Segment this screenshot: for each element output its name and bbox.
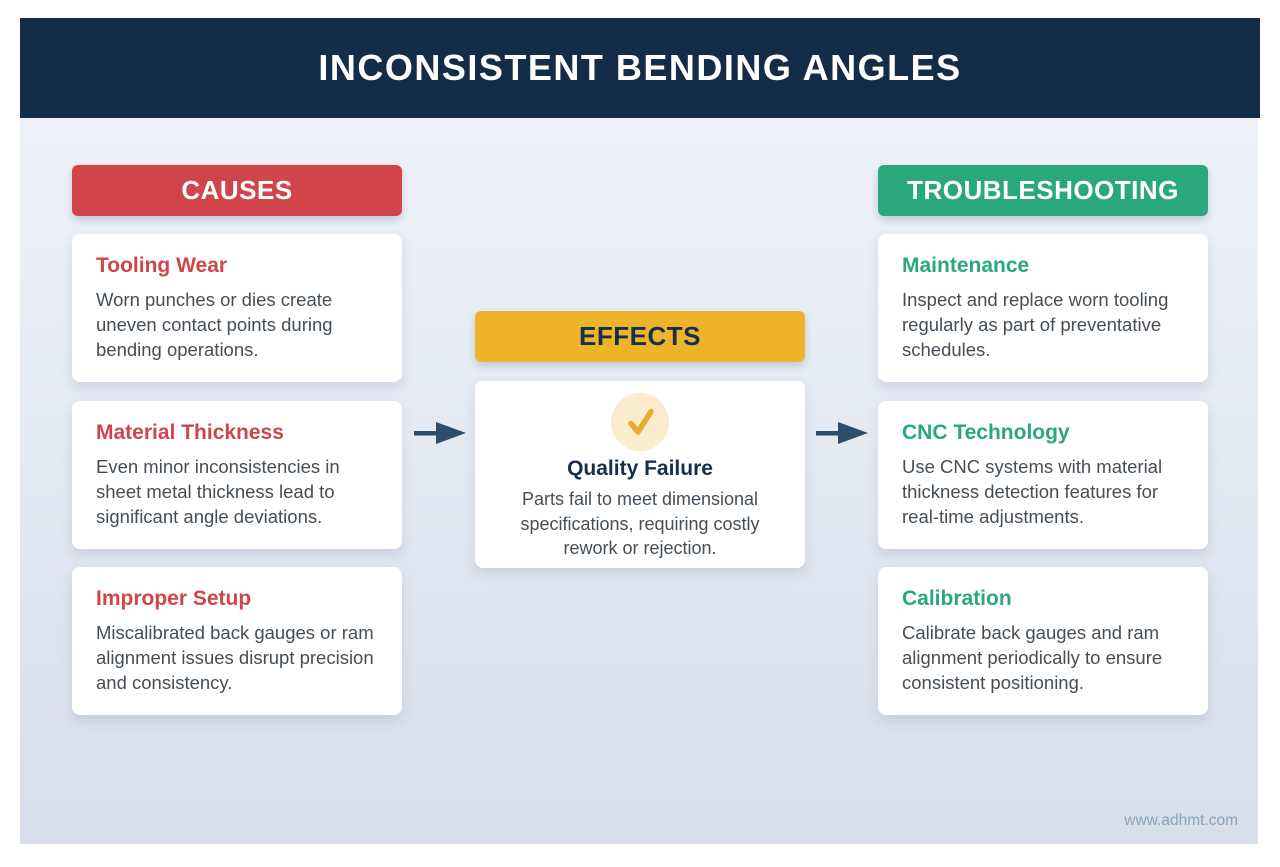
- causes-header: CAUSES: [72, 165, 402, 216]
- troubleshooting-card-maintenance: Maintenance Inspect and replace worn too…: [878, 234, 1208, 383]
- card-body: Even minor inconsistencies in sheet meta…: [96, 456, 340, 528]
- cause-card-improper-setup: Improper Setup Miscalibrated back gauges…: [72, 567, 402, 716]
- page-title: INCONSISTENT BENDING ANGLES: [318, 47, 962, 88]
- card-body: Worn punches or dies create uneven conta…: [96, 289, 333, 361]
- cause-card-tooling-wear: Tooling Wear Worn punches or dies create…: [72, 234, 402, 383]
- card-body: Calibrate back gauges and ram alignment …: [902, 622, 1163, 694]
- troubleshooting-header: TROUBLESHOOTING: [878, 165, 1208, 216]
- effects-header: EFFECTS: [475, 311, 805, 362]
- cause-card-material-thickness: Material Thickness Even minor inconsiste…: [72, 401, 402, 550]
- card-title: Tooling Wear: [96, 254, 228, 277]
- card-title: Calibration: [902, 587, 1012, 610]
- card-title: Material Thickness: [96, 421, 284, 444]
- card-body: Use CNC systems with material thickness …: [902, 456, 1163, 528]
- arrow-right-icon: [414, 420, 466, 446]
- troubleshooting-card-cnc-technology: CNC Technology Use CNC systems with mate…: [878, 401, 1208, 550]
- card-title: Maintenance: [902, 254, 1030, 277]
- card-body: Miscalibrated back gauges or ram alignme…: [96, 622, 374, 694]
- card-body: Inspect and replace worn tooling regular…: [902, 289, 1169, 361]
- card-body: Parts fail to meet dimensional specifica…: [520, 489, 760, 559]
- title-banner: INCONSISTENT BENDING ANGLES: [20, 18, 1260, 118]
- check-icon: [497, 393, 783, 451]
- card-title: CNC Technology: [902, 421, 1070, 444]
- arrow-right-icon: [816, 420, 868, 446]
- card-title: Improper Setup: [96, 587, 252, 610]
- troubleshooting-card-calibration: Calibration Calibrate back gauges and ra…: [878, 567, 1208, 716]
- footer-website-url: www.adhmt.com: [1124, 812, 1238, 829]
- effect-card-quality-failure: Quality Failure Parts fail to meet dimen…: [475, 381, 805, 568]
- card-title: Quality Failure: [567, 457, 713, 480]
